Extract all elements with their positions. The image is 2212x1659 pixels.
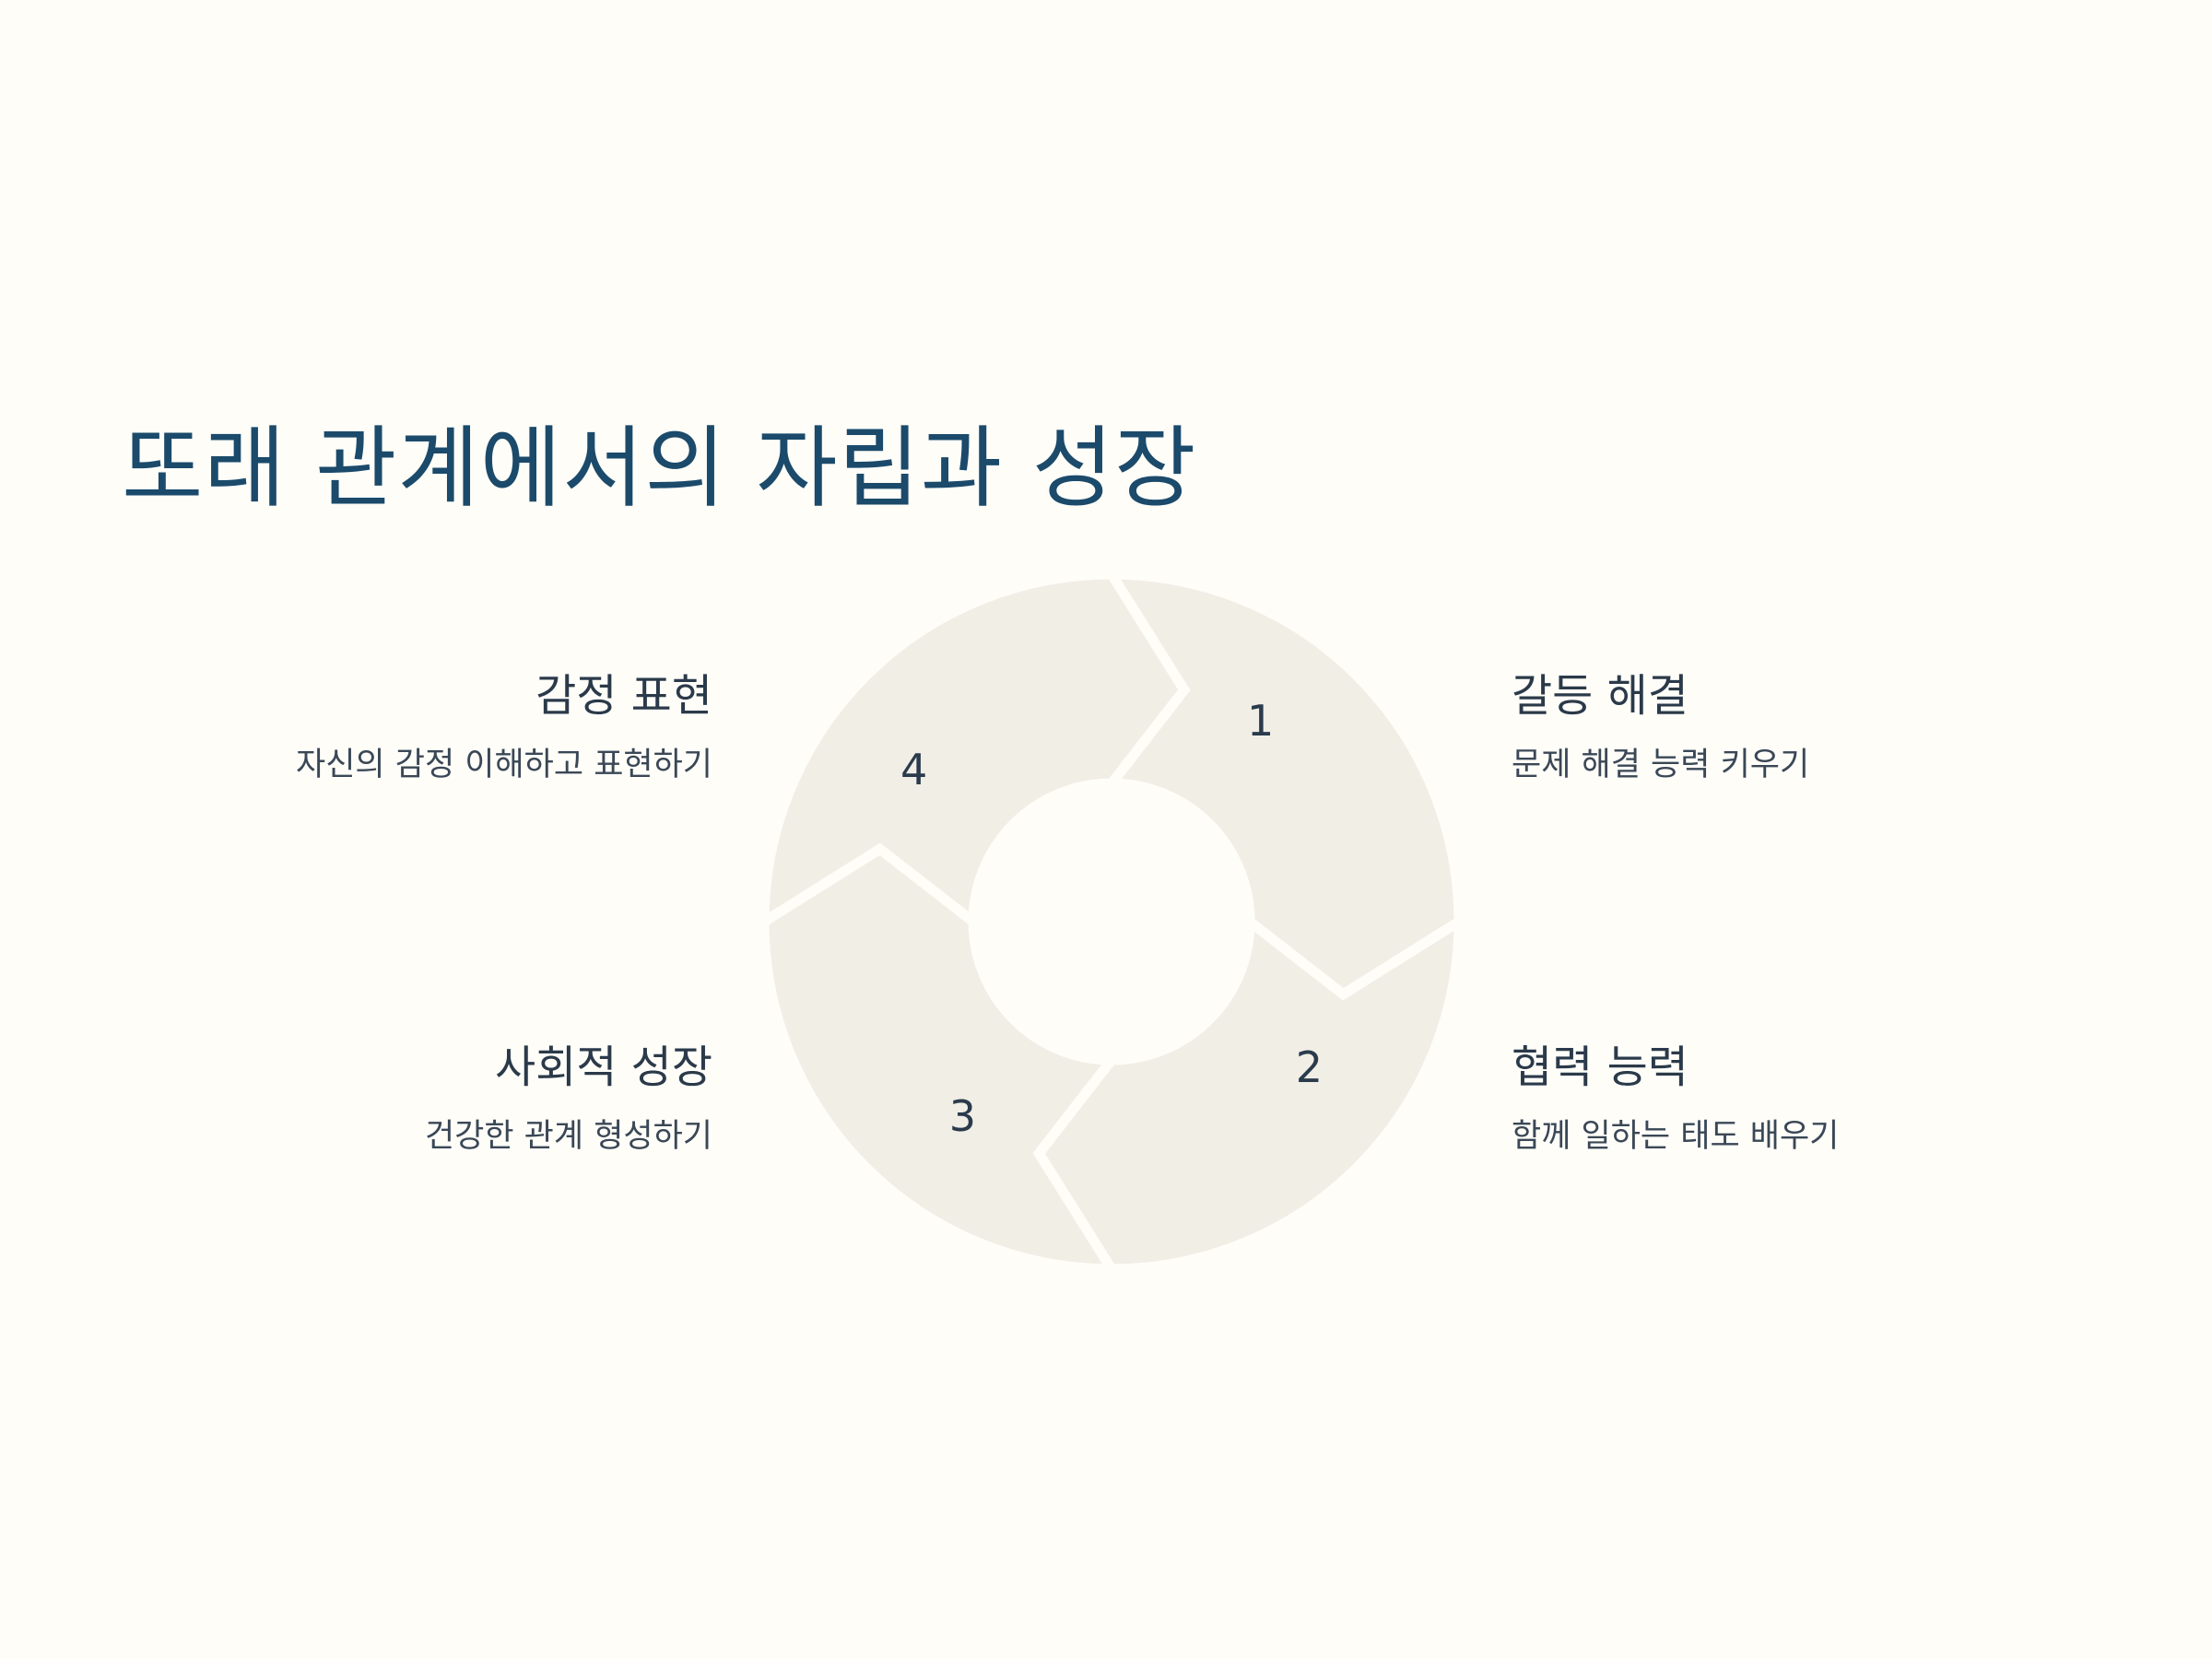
step-2-text: 갈등 해결 문제 해결 능력 키우기: [1512, 674, 2157, 782]
step-3-title: 협력 능력: [1512, 1041, 1688, 1093]
step-2-number: 2: [1296, 1042, 1323, 1092]
step-4-description: 건강한 관계 형성하기: [424, 1118, 712, 1155]
step-1-number: 1: [1247, 696, 1274, 746]
step-4-title: 사회적 성장: [494, 1041, 712, 1093]
step-4-number: 4: [900, 745, 927, 794]
step-3-text: 협력 능력 함께 일하는 태도 배우기: [1512, 1045, 2157, 1153]
cycle-segment-3: [759, 842, 1123, 1275]
cycle-segment-4: [759, 569, 1191, 933]
step-4-text: 사회적 성장 건강한 관계 형성하기: [67, 1045, 712, 1153]
step-3-number: 3: [949, 1091, 976, 1141]
step-2-title: 갈등 해결: [1512, 670, 1688, 722]
cycle-segment-2: [1032, 911, 1465, 1275]
cycle-segment-1: [1100, 569, 1465, 1001]
step-3-description: 함께 일하는 태도 배우기: [1512, 1118, 1840, 1155]
step-1-text: 감정 표현 자신의 감정 이해하고 표현하기: [67, 674, 712, 782]
step-2-description: 문제 해결 능력 키우기: [1512, 747, 1810, 783]
page-title: 또래 관계에서의 자립과 성장: [122, 417, 1197, 520]
step-1-description: 자신의 감정 이해하고 표현하기: [296, 747, 712, 783]
step-1-title: 감정 표현: [535, 670, 712, 722]
